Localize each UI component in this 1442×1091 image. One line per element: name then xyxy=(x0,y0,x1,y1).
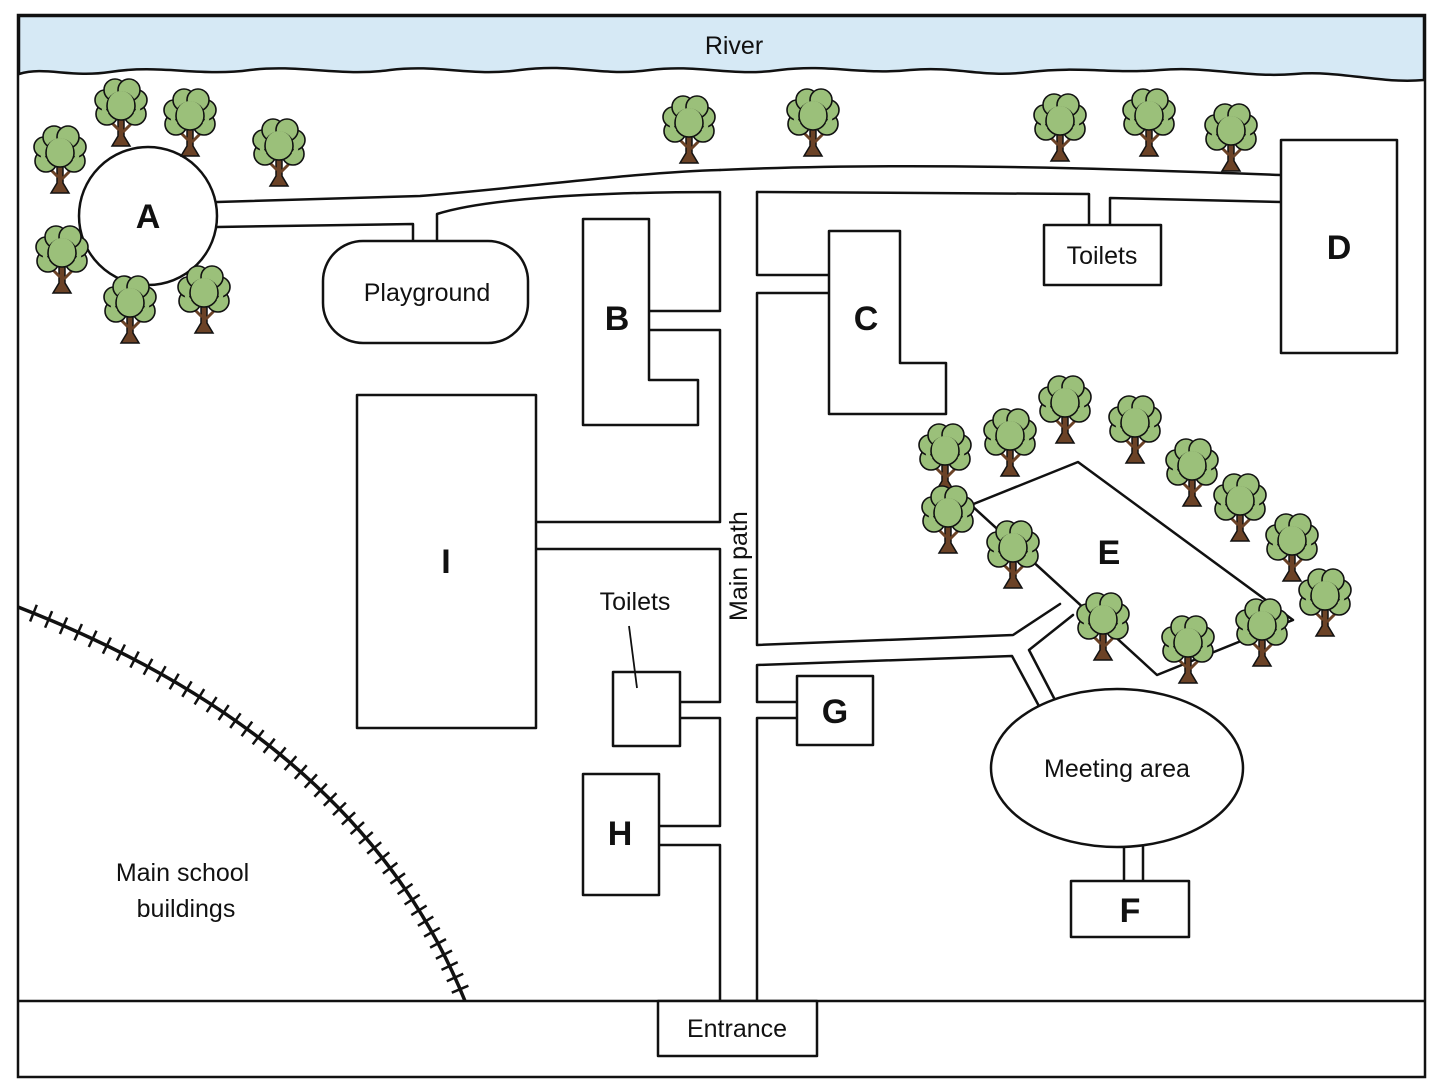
entrance: Entrance xyxy=(656,999,819,1058)
main-school-line-1: Main school xyxy=(116,859,249,887)
toilets-north: Toilets xyxy=(1042,223,1163,287)
building-b: B xyxy=(581,217,700,427)
railway-track-icon xyxy=(17,604,469,1002)
playground-label: Playground xyxy=(364,279,490,307)
main-school-buildings-label: Main school buildings xyxy=(116,859,256,923)
building-i-label: I xyxy=(441,543,450,581)
meeting-area-label: Meeting area xyxy=(1044,755,1190,783)
building-d: D xyxy=(1279,138,1399,355)
building-c-label: C xyxy=(854,300,879,338)
entrance-label: Entrance xyxy=(687,1015,787,1043)
building-h-label: H xyxy=(608,815,633,853)
building-f-label: F xyxy=(1120,892,1141,930)
building-g-label: G xyxy=(822,693,848,731)
building-b-label: B xyxy=(605,300,630,338)
river xyxy=(17,14,1426,82)
main-path-label: Main path xyxy=(725,511,753,621)
building-a: A xyxy=(77,145,219,287)
building-f: F xyxy=(1069,879,1191,939)
main-school-line-2: buildings xyxy=(137,895,236,923)
building-g: G xyxy=(795,674,875,747)
building-i: I xyxy=(355,393,538,730)
building-h: H xyxy=(581,772,661,897)
toilets-north-label: Toilets xyxy=(1067,242,1138,270)
building-c: C xyxy=(827,229,948,416)
toilets-south: Toilets xyxy=(600,588,682,748)
area-e-label: E xyxy=(1098,534,1121,572)
river-label: River xyxy=(705,32,763,60)
path-network xyxy=(215,164,1283,1003)
meeting-area: Meeting area xyxy=(989,687,1245,849)
building-d-label: D xyxy=(1327,229,1352,267)
building-a-label: A xyxy=(136,198,161,236)
playground: Playground xyxy=(321,239,530,345)
toilets-south-label: Toilets xyxy=(600,588,671,616)
